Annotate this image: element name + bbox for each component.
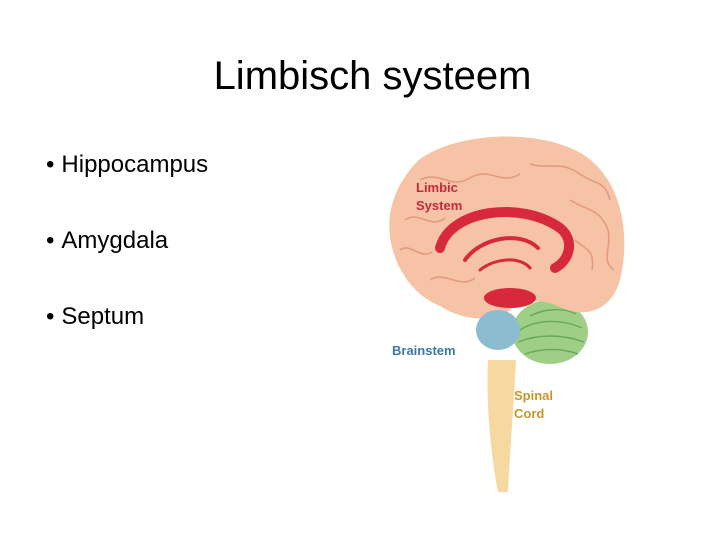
bullet-item-hippocampus: •Hippocampus: [46, 150, 208, 188]
bullet-text: Septum: [61, 303, 145, 330]
label-brainstem: Brainstem: [392, 343, 456, 358]
label-limbic-line1: Limbic: [416, 180, 458, 195]
bullet-list: •Hippocampus •Amygdala •Septum: [46, 150, 208, 378]
bullet-marker: •: [46, 151, 55, 178]
slide-title: Limbisch systeem: [213, 54, 532, 98]
bullet-text: Amygdala: [61, 227, 169, 254]
bullet-marker: •: [46, 303, 55, 330]
label-limbic-line2: System: [416, 198, 462, 213]
cerebellum-folds: [517, 309, 585, 355]
bullet-item-septum: •Septum: [46, 302, 208, 340]
brain-illustration: Limbic System Brainstem Spinal Cord: [370, 130, 640, 500]
limbic-system-shape: [435, 206, 574, 273]
brainstem-shape: [476, 310, 520, 350]
cortex-folds: [399, 163, 615, 283]
limbic-core-shape: [484, 288, 536, 308]
label-spinal-line2: Cord: [514, 406, 544, 421]
bullet-item-amygdala: •Amygdala: [46, 226, 208, 264]
bullet-marker: •: [46, 227, 55, 254]
label-spinal-line1: Spinal: [514, 388, 553, 403]
cortex-shape: [389, 136, 625, 319]
bullet-text: Hippocampus: [61, 151, 209, 178]
spinal-cord-shape: [487, 360, 516, 492]
